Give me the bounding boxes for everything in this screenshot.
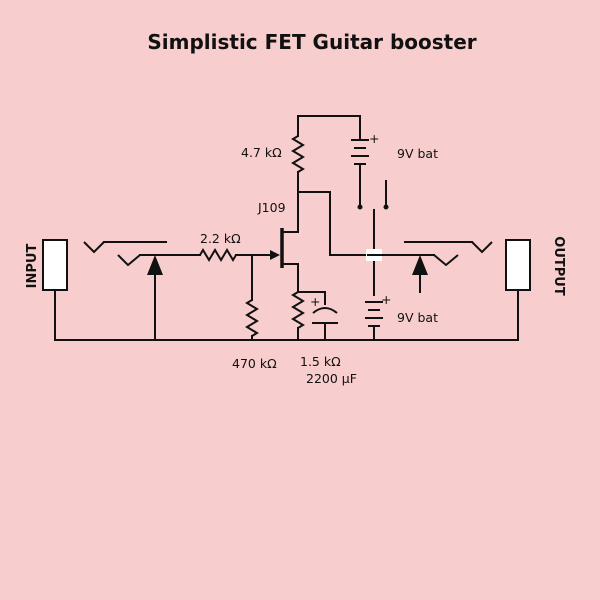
diagram-title: Simplistic FET Guitar booster xyxy=(147,30,476,54)
cap-top-wire xyxy=(297,291,326,305)
input-resistor-label: 2.2 kΩ xyxy=(200,231,241,246)
top-battery-label: 9V bat xyxy=(397,146,438,161)
top-battery xyxy=(351,139,369,210)
bottom-battery-label: 9V bat xyxy=(397,310,438,325)
bottom-battery-plus: + xyxy=(381,292,391,307)
bypass-capacitor xyxy=(312,307,338,341)
transistor-label: J109 xyxy=(257,200,286,215)
output-label: OUTPUT xyxy=(551,236,566,296)
gate-arrow xyxy=(270,250,280,260)
wire-crossing xyxy=(366,249,382,261)
drain-output-wire xyxy=(297,191,368,256)
capacitor-label: 2200 µF xyxy=(306,371,357,386)
jfet-transistor xyxy=(280,191,299,293)
capacitor-plus: + xyxy=(310,294,320,309)
source-resistor xyxy=(291,291,305,329)
input-bypass-switch xyxy=(83,241,201,341)
output-jack xyxy=(505,239,531,291)
drain-resistor-label: 4.7 kΩ xyxy=(241,145,282,160)
source-resistor-label: 1.5 kΩ xyxy=(300,354,341,369)
output-bypass-switch xyxy=(404,241,493,293)
power-switch xyxy=(373,180,389,296)
input-label: INPUT xyxy=(25,244,40,289)
drain-resistor xyxy=(291,135,305,173)
supply-top-wire xyxy=(297,115,361,139)
ground-rail xyxy=(54,289,519,341)
input-jack xyxy=(42,239,68,291)
top-battery-plus: + xyxy=(369,131,379,146)
gate-resistor xyxy=(245,299,259,337)
bottom-battery xyxy=(365,301,383,341)
gate-resistor-label: 470 kΩ xyxy=(232,356,277,371)
input-resistor xyxy=(199,248,237,262)
